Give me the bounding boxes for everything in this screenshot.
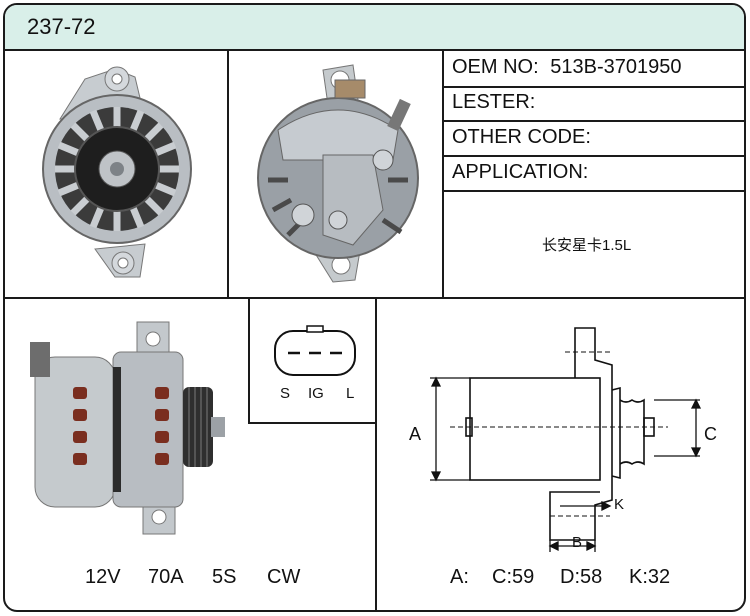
alternator-front-photo <box>42 66 192 278</box>
lester-label: LESTER: <box>452 91 536 113</box>
divider <box>442 49 444 298</box>
pin-label-ig: IG <box>308 385 324 402</box>
oem-value: 513B-3701950 <box>550 56 682 78</box>
dim-readout-d: D:58 <box>560 566 603 588</box>
alternator-rear-photo <box>257 64 419 283</box>
spec-rotation: CW <box>267 566 301 588</box>
model-number: 237-72 <box>27 14 96 39</box>
divider <box>442 120 744 122</box>
spec-current: 70A <box>148 566 184 588</box>
pin-label-s: S <box>280 385 291 402</box>
oem-label: OEM NO: <box>452 56 539 78</box>
divider <box>442 86 744 88</box>
application-value: 长安星卡1.5L <box>542 237 632 254</box>
other-code-label: OTHER CODE: <box>452 126 591 148</box>
divider <box>375 297 377 610</box>
divider <box>248 297 250 424</box>
connector-plug-icon <box>274 325 356 376</box>
divider <box>442 190 744 192</box>
spec-voltage: 12V <box>85 566 121 588</box>
alternator-side-photo <box>30 321 225 535</box>
spec-pulley: 5S <box>212 566 237 588</box>
dimension-drawing <box>430 327 702 552</box>
oem-number-row: OEM NO: 513B-3701950 <box>452 56 681 79</box>
product-sheet: 237-72 OEM NO: 513B-3701950 LESTER: OTHE… <box>3 3 746 612</box>
pin-label-l: L <box>346 385 355 402</box>
divider <box>442 155 744 157</box>
dim-label-c: C <box>704 424 717 444</box>
dim-label-b: B <box>572 534 583 551</box>
application-label: APPLICATION: <box>452 161 589 183</box>
dim-label-a: A <box>409 424 422 444</box>
title-bar: 237-72 <box>5 5 744 51</box>
divider <box>5 297 744 299</box>
divider <box>248 422 377 424</box>
dim-label-k: K <box>614 496 625 513</box>
dim-readout-a: A: <box>450 566 469 588</box>
dim-readout-k: K:32 <box>629 566 671 588</box>
divider <box>227 49 229 298</box>
dim-readout-c: C:59 <box>492 566 535 588</box>
